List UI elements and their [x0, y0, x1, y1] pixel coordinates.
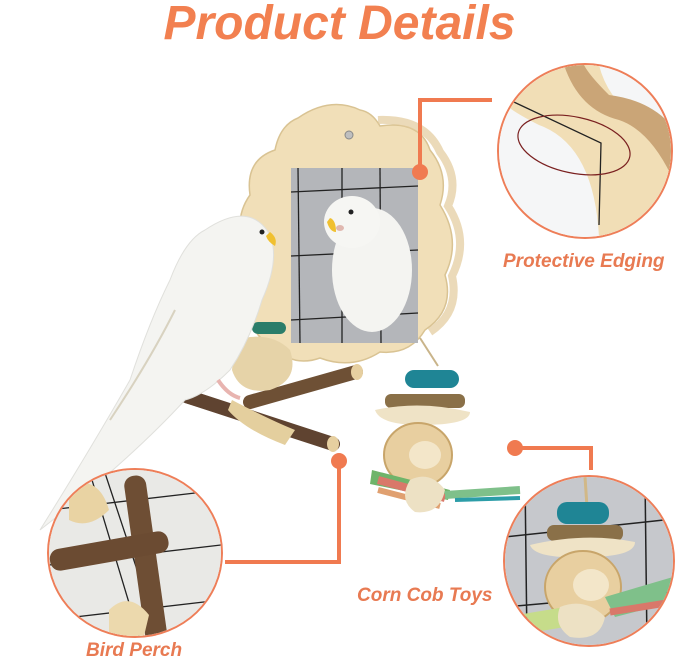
label-corn-cob-toys: Corn Cob Toys — [357, 585, 493, 606]
label-protective-edging: Protective Edging — [503, 251, 665, 272]
wooden-perch-sticks — [179, 322, 363, 452]
detail-circle-bird-perch — [47, 468, 223, 638]
label-bird-perch: Bird Perch — [86, 640, 183, 661]
budgie-bird — [39, 215, 276, 531]
page-title: Product Details — [163, 0, 516, 50]
wooden-mirror-frame — [239, 103, 465, 364]
detail-circle-protective-edging — [497, 63, 673, 239]
detail-circle-corn-cob-toys — [503, 475, 675, 647]
corn-cob-toy — [370, 337, 521, 513]
